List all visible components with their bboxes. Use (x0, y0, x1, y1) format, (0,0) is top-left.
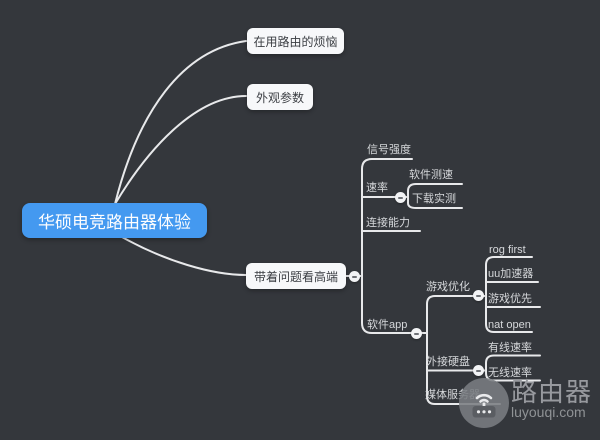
minus-icon (414, 332, 419, 335)
subtopic-signal[interactable]: 信号强度 (367, 144, 411, 156)
root-topic-label: 华硕电竞路由器体验 (38, 213, 191, 232)
bracket-speed-children (407, 183, 463, 209)
topic-appearance[interactable]: 外观参数 (247, 84, 313, 110)
subtopic-wired-speed[interactable]: 有线速率 (488, 342, 532, 354)
subtopic-speed-download[interactable]: 下载实测 (412, 193, 456, 205)
subtopic-software-app[interactable]: 软件app (367, 319, 408, 331)
bracket-game-opt-children (485, 256, 533, 333)
edge-root-to-questions (121, 236, 247, 276)
bracket-questions-children (361, 158, 413, 334)
collapse-button-speed[interactable] (395, 192, 406, 203)
bracket-software-app-children (426, 295, 501, 405)
subtopic-connection[interactable]: 连接能力 (366, 217, 410, 229)
topic-annoyance[interactable]: 在用路由的烦恼 (247, 28, 344, 54)
subtopic-rog-first[interactable]: rog first (489, 244, 526, 256)
collapse-button-questions[interactable] (349, 271, 360, 282)
topic-appearance-label: 外观参数 (255, 90, 304, 105)
topic-questions-label: 带着问题看高端 (253, 269, 338, 284)
minus-icon (352, 275, 357, 278)
collapse-button-software-app[interactable] (411, 328, 422, 339)
subtopic-uu-booster[interactable]: uu加速器 (488, 268, 534, 280)
subtopic-game-opt[interactable]: 游戏优化 (426, 281, 470, 293)
subtopic-speed-software[interactable]: 软件测速 (409, 169, 453, 181)
topic-questions[interactable]: 带着问题看高端 (246, 263, 346, 289)
minus-icon (398, 196, 403, 199)
subtopic-nat-open[interactable]: nat open (488, 319, 531, 331)
collapse-button-game-opt[interactable] (473, 290, 484, 301)
subtopic-wireless-speed[interactable]: 无线速率 (488, 367, 532, 379)
edge-root-to-appearance (114, 95, 247, 205)
minus-icon (476, 294, 481, 297)
root-topic[interactable]: 华硕电竞路由器体验 (22, 203, 207, 238)
topic-annoyance-label: 在用路由的烦恼 (253, 34, 338, 49)
subtopic-game-priority[interactable]: 游戏优先 (488, 293, 532, 305)
minus-icon (476, 369, 481, 372)
subtopic-speed[interactable]: 速率 (366, 182, 388, 194)
subtopic-ext-disk[interactable]: 外接硬盘 (426, 356, 470, 368)
collapse-button-ext-disk[interactable] (473, 365, 484, 376)
subtopic-media-server[interactable]: 媒体服务器 (425, 389, 480, 401)
edge-root-to-annoyance (114, 40, 247, 205)
